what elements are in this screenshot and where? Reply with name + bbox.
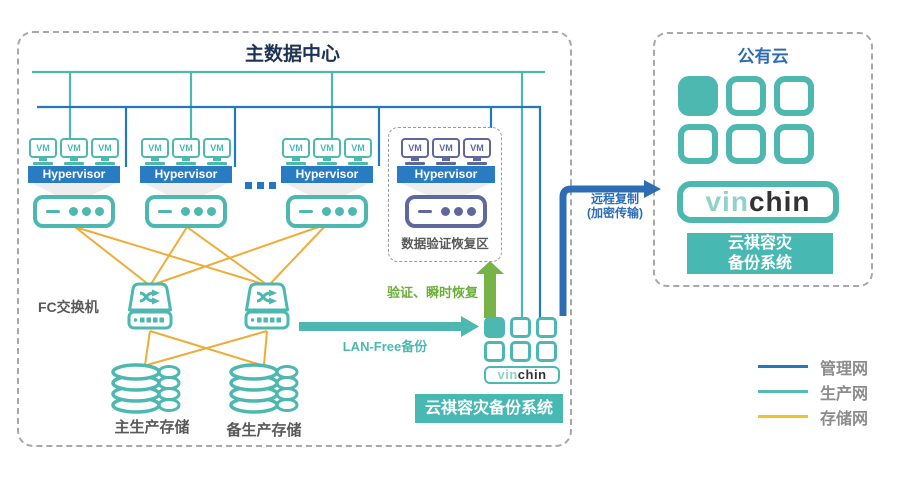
backup-appliance: vinchin [484,317,562,384]
lan-free-arrow [299,316,479,337]
appliance-grid-icon [484,317,562,362]
legend-item-management: 管理网 [758,358,868,378]
verification-zone-label: 数据验证恢复区 [401,237,489,251]
server-icon [405,195,487,228]
shadow [31,183,117,195]
lan-free-label: LAN-Free备份 [342,339,428,354]
vm-icon: VM [401,138,429,165]
legend-item-production: 生产网 [758,383,868,403]
storage-network-lines [74,223,328,366]
vinchin-logo: vinchin [484,366,560,384]
backup-system-label: 云祺容灾备份系统 [415,394,563,423]
vm-icon: VM [141,138,169,165]
verify-recovery-arrow [476,261,504,318]
vm-icon: VM [60,138,88,165]
vm-icon: VM [172,138,200,165]
management-network-lines [37,105,542,318]
legend-line-production [758,390,808,393]
vm-icon: VM [313,138,341,165]
cloud-backup-system-label: 云祺容灾 备份系统 [687,233,833,274]
public-cloud-box [653,32,873,287]
storage-stack-icon [111,363,181,414]
vm-icon: VM [463,138,491,165]
server-icon [33,195,115,228]
hypervisor-cluster-2: VM VM VM Hypervisor [140,138,232,228]
fc-switch-label: FC交换机 [38,299,99,315]
legend-item-storage: 存储网 [758,408,868,428]
hypervisor-bar: Hypervisor [281,166,373,183]
fc-switch-icon [244,282,290,330]
verification-cluster: VM VM VM Hypervisor [397,138,495,228]
hypervisor-bar: Hypervisor [397,166,495,183]
legend: 管理网 生产网 存储网 [758,358,868,433]
remote-replication-arrow [559,180,661,316]
server-icon [145,195,227,228]
hypervisor-cluster-3: VM VM VM Hypervisor [281,138,373,228]
public-cloud-title: 公有云 [737,47,789,66]
storage-stack-icon [229,363,299,414]
production-network-lines [32,70,545,318]
shadow [284,183,370,195]
verification-zone-box: VM VM VM Hypervisor 数据验证恢复区 [388,127,502,262]
vm-icon: VM [282,138,310,165]
hypervisor-bar: Hypervisor [140,166,232,183]
vm-row: VM VM VM [281,138,373,165]
shadow [143,183,229,195]
cloud-appliance-grid-icon [678,76,814,164]
main-datacenter-box [17,31,572,447]
hypervisor-cluster-1: VM VM VM Hypervisor [28,138,120,228]
legend-line-storage [758,415,808,418]
verify-recovery-label: 验证、瞬时恢复 [386,285,478,300]
hypervisor-bar: Hypervisor [28,166,120,183]
vm-row: VM VM VM [28,138,120,165]
vm-row: VM VM VM [397,138,495,165]
server-icon [286,195,368,228]
main-datacenter-title: 主数据中心 [244,44,340,65]
legend-line-management [758,365,808,368]
remote-replication-label: 远程复制 (加密传输) [587,192,643,220]
fc-switch-icon [127,282,173,330]
backup-storage-label: 备生产存储 [226,422,302,439]
vm-icon: VM [29,138,57,165]
vm-row: VM VM VM [140,138,232,165]
vm-icon: VM [91,138,119,165]
vm-icon: VM [344,138,372,165]
shadow [400,183,492,195]
primary-storage-label: 主生产存储 [114,419,190,436]
ellipsis-icon [245,182,276,189]
vm-icon: VM [203,138,231,165]
vm-icon: VM [432,138,460,165]
